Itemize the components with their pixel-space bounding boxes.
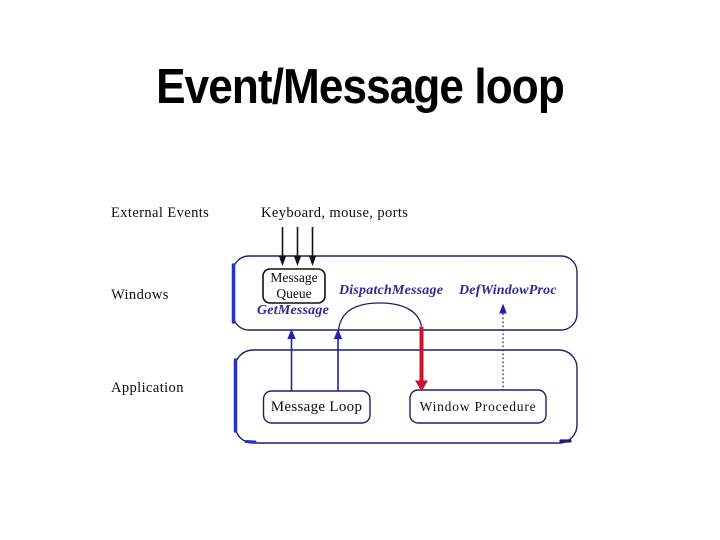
label-keyboard-mouse-ports: Keyboard, mouse, ports [261,205,409,221]
dispatch-up-arrow [333,329,343,391]
window-procedure-label: Window Procedure [419,398,537,414]
dispatch-red-arrow [415,326,428,392]
label-external-events: External Events [111,205,210,221]
def-window-proc-label: DefWindowProc [459,283,557,298]
def-window-proc-dotted-arrow [499,303,507,389]
message-loop-label: Message Loop [270,398,363,415]
get-message-label: GetMessage [257,303,329,318]
dispatch-message-label: DispatchMessage [339,283,444,298]
slide-title: Event/Message loop [156,60,565,114]
message-queue-label: Message Queue [270,270,318,301]
dispatch-arc [337,302,423,331]
get-message-arrow [287,329,296,391]
label-windows: Windows [111,287,169,303]
application-bottom-left-accent [244,440,257,444]
window-procedure-box [409,389,547,424]
keyboard-event-arrows [278,227,317,266]
message-queue-box [262,268,326,304]
message-loop-box [262,390,371,424]
label-application: Application [111,380,184,396]
